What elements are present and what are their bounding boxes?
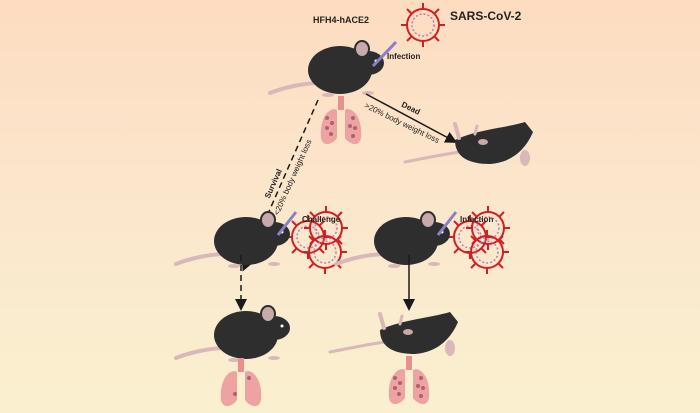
lungs-initial — [320, 96, 362, 145]
infection-label-initial: Infection — [387, 52, 421, 61]
mouse-dead-2 — [328, 310, 460, 358]
model-label: HFH4-hACE2 — [313, 15, 370, 25]
virus-label: SARS-CoV-2 — [450, 9, 522, 23]
syringe-challenge — [276, 211, 298, 236]
infection-label-control: Infection — [460, 215, 494, 224]
mouse-initial — [268, 39, 386, 99]
mouse-survivor-final — [174, 304, 292, 364]
syringe-control — [436, 211, 458, 236]
arrow-dead — [365, 93, 458, 143]
virus-initial — [400, 2, 446, 48]
syringe-initial — [371, 40, 398, 68]
mouse-control — [334, 210, 452, 270]
lungs-control — [388, 356, 430, 405]
lungs-survivor — [220, 358, 262, 407]
challenge-label: Challenge — [302, 215, 341, 224]
mouse-survivor — [174, 210, 292, 270]
